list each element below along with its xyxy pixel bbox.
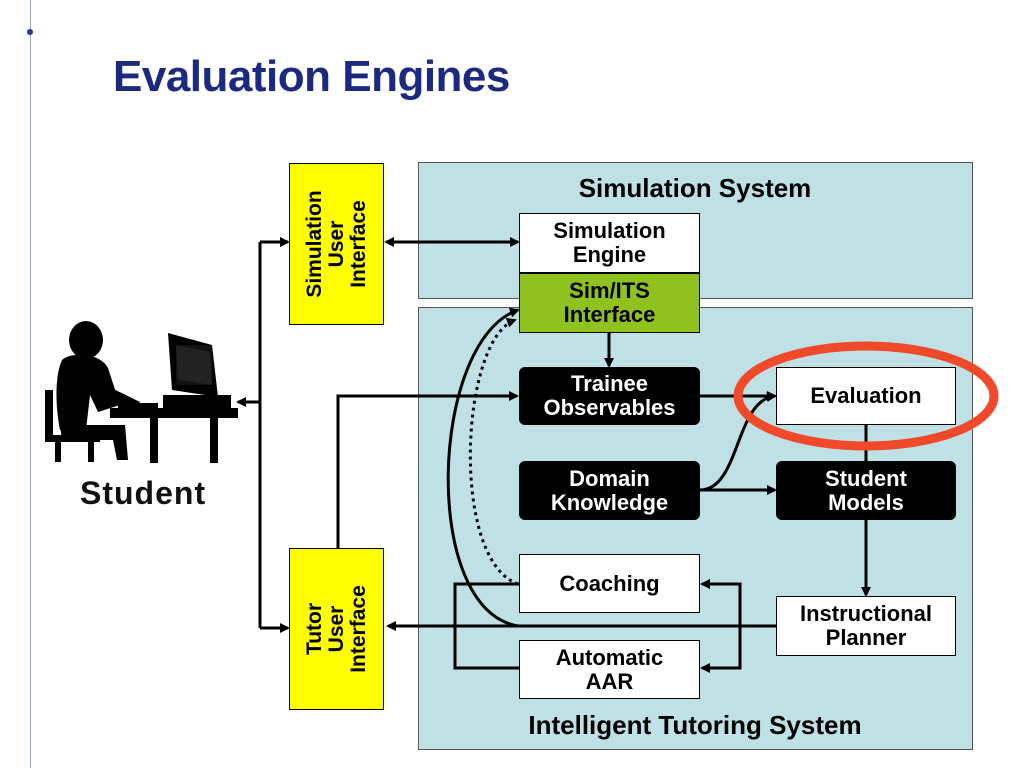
page-title: Evaluation Engines xyxy=(113,52,510,101)
left-rail xyxy=(30,0,31,768)
instructional-planner-box: Instructional Planner xyxy=(776,596,956,656)
coaching-aar-bracket xyxy=(453,582,519,670)
automatic-aar-box: Automatic AAR xyxy=(519,640,700,699)
domain-knowledge-box: Domain Knowledge xyxy=(519,461,700,520)
coaching-dotted-curve xyxy=(468,318,519,586)
coaching-box: Coaching xyxy=(519,554,700,613)
simulation-system-title: Simulation System xyxy=(578,173,812,203)
coaching-to-sim-its-curve xyxy=(446,307,520,628)
planner-to-aar xyxy=(700,626,742,673)
simulation-user-interface: Simulation User Interface xyxy=(289,163,384,325)
trainee-observables-box: Trainee Observables xyxy=(519,367,700,425)
student-models-box: Student Models xyxy=(776,461,956,520)
planner-to-coaching xyxy=(700,579,742,626)
simulation-engine-box: Simulation Engine xyxy=(519,213,700,273)
tutor-user-interface: Tutor User Interface xyxy=(289,548,384,710)
bullet-dot xyxy=(27,29,33,35)
sim-its-interface-box: Sim/ITS Interface xyxy=(519,273,700,333)
student-label: Student xyxy=(80,475,207,511)
its-title: Intelligent Tutoring System xyxy=(528,710,862,740)
